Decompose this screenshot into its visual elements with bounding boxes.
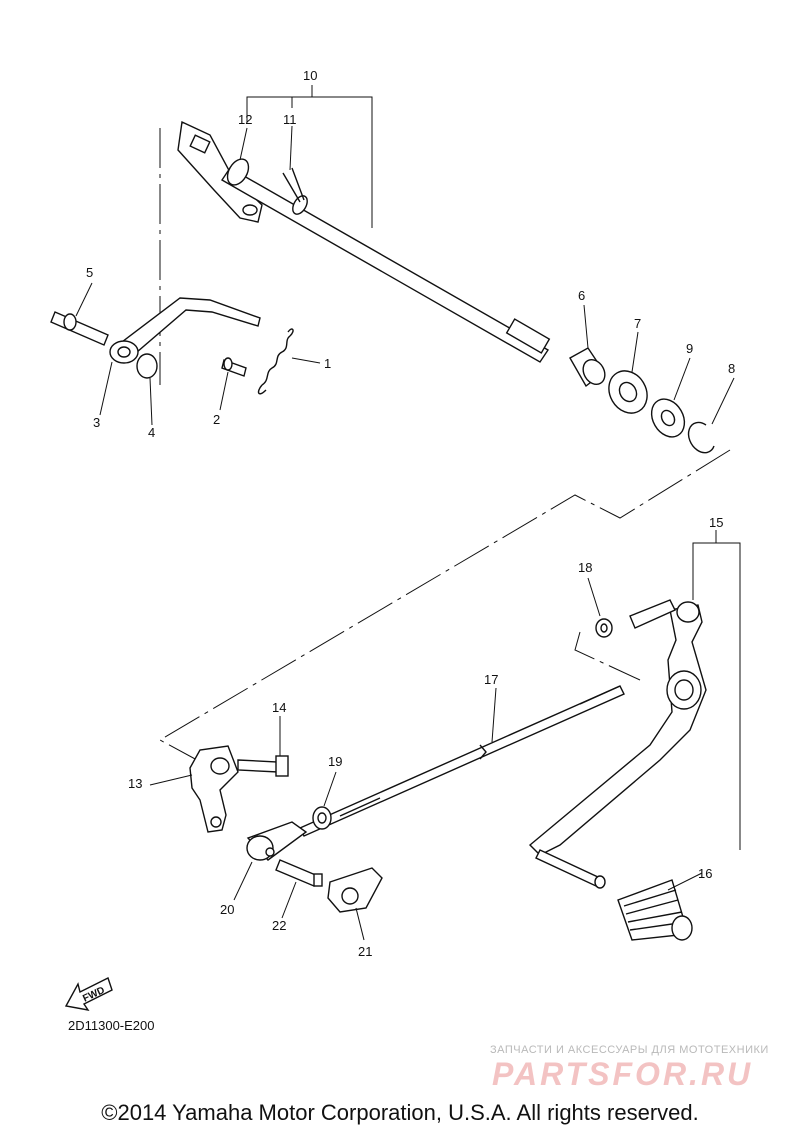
rod-joint-21 — [327, 867, 383, 913]
bolt-14 — [237, 755, 289, 777]
callout-22: 22 — [272, 918, 286, 933]
section-line-link — [158, 449, 731, 761]
fwd-label: FWD — [81, 985, 106, 1005]
bolt-2 — [221, 357, 247, 377]
stopper-lever — [50, 297, 261, 379]
callout-19: 19 — [328, 754, 342, 769]
bracket-10 — [246, 85, 373, 228]
nut-19 — [312, 806, 332, 830]
shift-arm-13 — [189, 745, 239, 833]
watermark-tagline: ЗАПЧАСТИ И АКСЕССУАРЫ ДЛЯ МОТОТЕХНИКИ — [490, 1044, 769, 1056]
callout-20: 20 — [220, 902, 234, 917]
callout-7: 7 — [634, 316, 641, 331]
callout-9: 9 — [686, 341, 693, 356]
callout-6: 6 — [578, 288, 585, 303]
callout-12: 12 — [238, 112, 252, 127]
callout-21: 21 — [358, 944, 372, 959]
callout-17: 17 — [484, 672, 498, 687]
callout-13: 13 — [128, 776, 142, 791]
callout-5: 5 — [86, 265, 93, 280]
watermark-logo: PARTSFOR.RU — [492, 1056, 754, 1092]
rod-joint-20 — [246, 821, 308, 861]
section-line-pedal — [574, 631, 641, 681]
fwd-arrow-icon: FWD — [64, 977, 113, 1011]
circlip-8 — [687, 421, 715, 454]
callout-11: 11 — [283, 112, 297, 127]
callout-18: 18 — [578, 560, 592, 575]
callout-labels: 1 2 3 4 5 6 7 8 9 10 11 12 13 14 15 16 1… — [86, 68, 735, 959]
callout-10: 10 — [303, 68, 317, 83]
diagram-code: 2D11300-E200 — [68, 1018, 155, 1033]
nut-18 — [595, 618, 613, 638]
callout-4: 4 — [148, 425, 155, 440]
pedal-rubber-16 — [617, 879, 693, 941]
oil-seal-7 — [608, 370, 648, 414]
collar-6 — [569, 347, 606, 388]
callout-8: 8 — [728, 361, 735, 376]
bolt-22 — [275, 859, 323, 887]
callout-15: 15 — [709, 515, 723, 530]
bracket-15 — [692, 530, 741, 850]
callout-2: 2 — [213, 412, 220, 427]
spring-1 — [257, 328, 294, 395]
callout-3: 3 — [93, 415, 100, 430]
shift-pedal — [528, 599, 707, 889]
leader-lines — [75, 125, 735, 941]
washer-9 — [650, 398, 686, 438]
callout-16: 16 — [698, 866, 712, 881]
copyright-notice: ©2014 Yamaha Motor Corporation, U.S.A. A… — [101, 1100, 699, 1125]
callout-1: 1 — [324, 356, 331, 371]
shift-shaft — [177, 120, 551, 363]
callout-14: 14 — [272, 700, 286, 715]
